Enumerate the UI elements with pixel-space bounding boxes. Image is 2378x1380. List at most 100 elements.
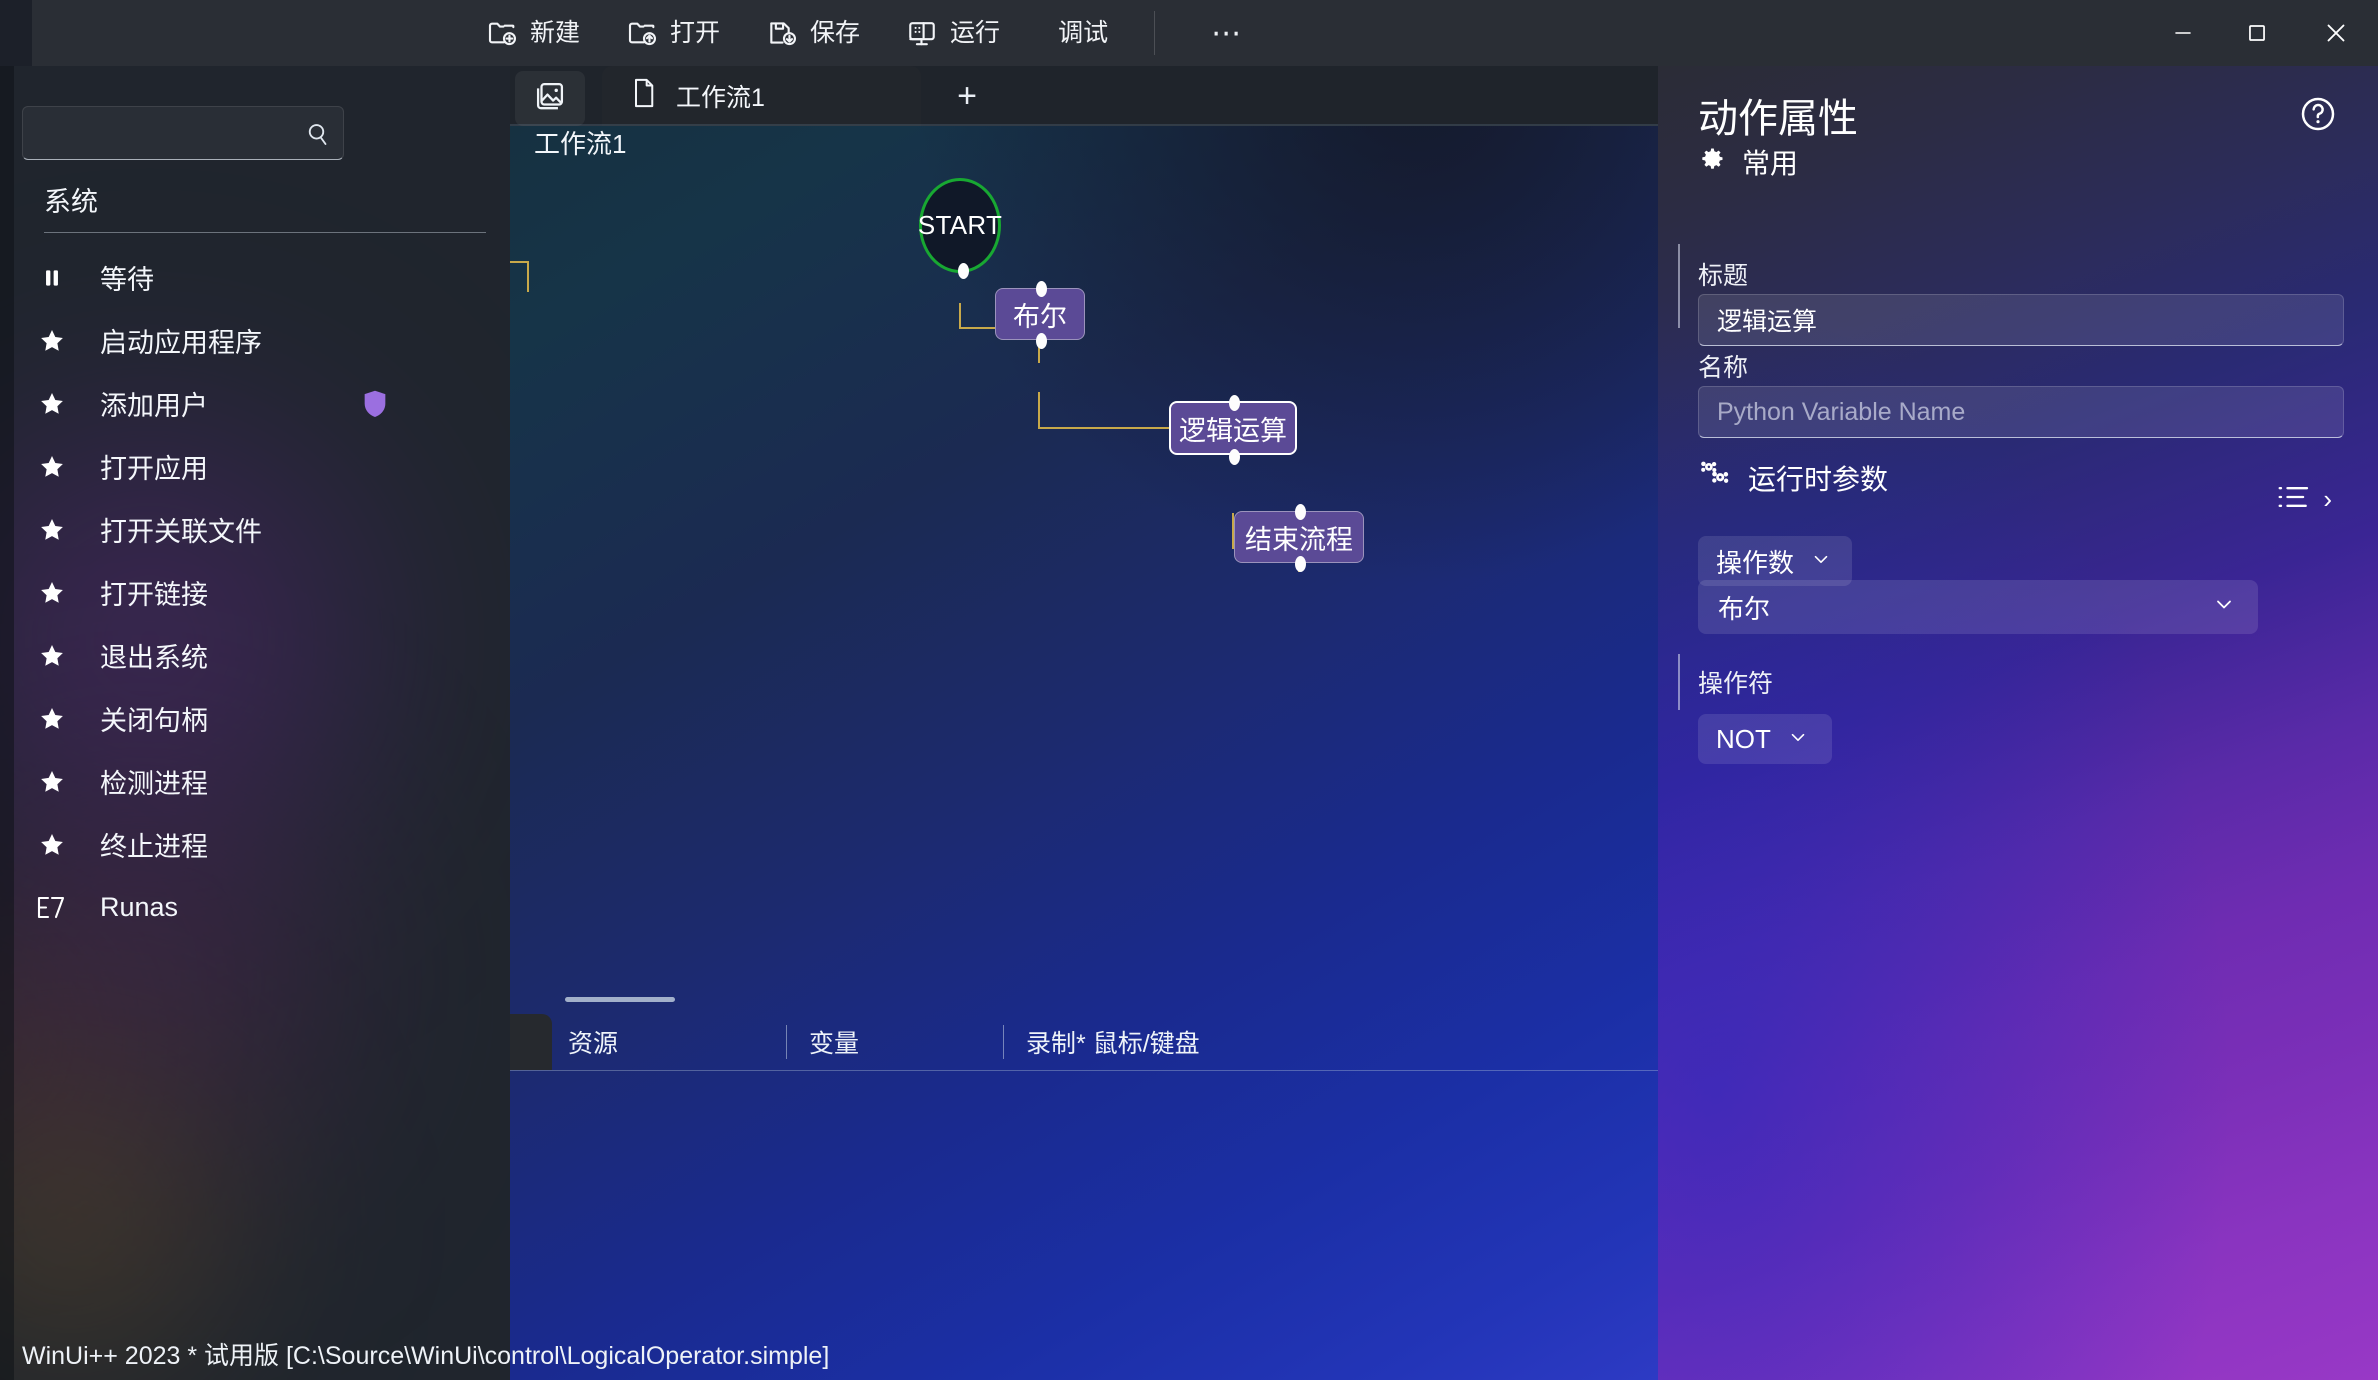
title-bar: 新建 打开: [0, 0, 2378, 66]
search-box[interactable]: [22, 106, 344, 160]
section-general-label: 常用: [1742, 148, 1799, 179]
sidebar-item-label: 终止进程: [100, 832, 208, 862]
title-field[interactable]: 逻辑运算: [1698, 294, 2344, 346]
flow-node-end-process[interactable]: 结束流程: [1234, 504, 1364, 572]
run-button[interactable]: 运行: [890, 8, 1016, 58]
gear-icon: [1698, 145, 1726, 180]
chevron-down-icon: [2212, 592, 2236, 623]
bottom-tab-resources-label: 资源: [568, 1030, 619, 1058]
name-field[interactable]: Python Variable Name: [1698, 386, 2344, 438]
chevron-down-icon: [1787, 724, 1809, 755]
flow-port-in[interactable]: [1295, 504, 1306, 520]
flow-node-logic-operator-label: 逻辑运算: [1179, 415, 1287, 446]
sidebar-item-wait[interactable]: 等待: [0, 246, 510, 309]
image-icon: [533, 79, 567, 118]
status-bar-text: WinUi++ 2023 * 试用版 [C:\Source\WinUi\cont…: [22, 1342, 830, 1370]
tab-workflow1[interactable]: 工作流1: [602, 66, 921, 126]
toolbar-divider: [1154, 11, 1156, 55]
add-tab-button[interactable]: +: [957, 76, 977, 115]
save-button-label: 保存: [810, 18, 861, 47]
image-view-tab[interactable]: [515, 71, 585, 126]
debug-button-label: 调试: [1058, 18, 1109, 47]
help-circle-icon[interactable]: [2298, 94, 2338, 134]
new-button[interactable]: 新建: [470, 8, 596, 58]
open-button-label: 打开: [670, 18, 721, 47]
flow-port-out[interactable]: [1229, 449, 1240, 465]
open-button[interactable]: 打开: [610, 8, 736, 58]
status-bar: WinUi++ 2023 * 试用版 [C:\Source\WinUi\cont…: [0, 1328, 2378, 1380]
bottom-tab-resources[interactable]: 资源: [568, 1014, 618, 1070]
save-button[interactable]: 保存: [750, 8, 876, 58]
flow-port-in[interactable]: [1229, 395, 1240, 411]
sidebar-item-label: 添加用户: [100, 391, 208, 421]
star-icon: [28, 515, 76, 545]
sidebar-item-open-link[interactable]: 打开链接: [0, 561, 510, 624]
params-list-button[interactable]: ›: [2277, 484, 2332, 515]
sidebar-item-label: 打开链接: [100, 580, 208, 610]
sidebar-item-label: 打开关联文件: [100, 517, 262, 547]
params-list-chevron-icon: ›: [2323, 484, 2332, 514]
star-icon: [28, 830, 76, 860]
operand-pill-label: 操作数: [1716, 547, 1795, 578]
sidebar-group-divider: [44, 232, 486, 233]
window-controls: [2146, 0, 2378, 66]
sidebar-item-label: Runas: [100, 892, 179, 922]
sidebar-item-kill-process[interactable]: 终止进程: [0, 813, 510, 876]
sidebar-item-runas[interactable]: Runas: [0, 876, 510, 939]
title-field-label: 标题: [1698, 262, 1749, 290]
sidebar-group-title: 系统: [44, 187, 98, 217]
bottom-panel-resize-handle[interactable]: [565, 997, 675, 1002]
name-field-label: 名称: [1698, 354, 1749, 382]
gears-icon: [1698, 460, 1732, 497]
sidebar-item-add-user[interactable]: 添加用户: [0, 372, 510, 435]
output-panel[interactable]: [510, 1070, 1658, 1380]
bottom-tab-divider: [786, 1025, 788, 1059]
star-icon: [28, 389, 76, 419]
folder-open-icon: [626, 17, 658, 49]
name-field-placeholder: Python Variable Name: [1717, 397, 1966, 426]
flow-node-end-process-label: 结束流程: [1245, 524, 1353, 555]
flow-port-out[interactable]: [1036, 333, 1047, 349]
star-icon: [28, 767, 76, 797]
close-button[interactable]: [2294, 0, 2378, 66]
flow-node-bool[interactable]: 布尔: [995, 281, 1085, 349]
minimize-button[interactable]: [2146, 0, 2220, 66]
flow-port-out[interactable]: [958, 263, 969, 279]
sidebar-item-close-handle[interactable]: 关闭句柄: [0, 687, 510, 750]
new-button-label: 新建: [530, 18, 581, 47]
bottom-tab-variables[interactable]: 变量: [809, 1014, 859, 1070]
debug-button[interactable]: 调试: [1042, 8, 1124, 58]
bottom-tab-output[interactable]: 输出: [510, 1014, 552, 1070]
sidebar-item-launch-app[interactable]: 启动应用程序: [0, 309, 510, 372]
bottom-tab-recording[interactable]: 录制* 鼠标/键盘: [1026, 1014, 1200, 1070]
title-field-value: 逻辑运算: [1717, 308, 1818, 336]
maximize-button[interactable]: [2220, 0, 2294, 66]
title-bar-left-strip: [0, 0, 32, 66]
flow-nodes: START 布尔 逻辑运算 结束流程: [510, 66, 1658, 1380]
bottom-tab-recording-label: 录制* 鼠标/键盘: [1026, 1030, 1200, 1058]
sidebar-item-label: 关闭句柄: [100, 706, 208, 736]
sidebar-item-exit-system[interactable]: 退出系统: [0, 624, 510, 687]
workflow-canvas[interactable]: 工作流1 + 工作流1 START: [510, 66, 1658, 1380]
operator-value: NOT: [1716, 723, 1771, 754]
flow-port-out[interactable]: [1295, 556, 1306, 572]
toolbar-overflow-button[interactable]: ⋯: [1211, 16, 1244, 50]
flow-port-in[interactable]: [1036, 281, 1047, 297]
search-input[interactable]: [37, 107, 287, 159]
sidebar-item-detect-process[interactable]: 检测进程: [0, 750, 510, 813]
search-icon[interactable]: [301, 117, 335, 151]
flow-node-logic-operator[interactable]: 逻辑运算: [1169, 395, 1297, 465]
run-monitor-icon: [906, 17, 938, 49]
flow-node-start-label: START: [917, 210, 1003, 240]
sidebar-item-open-app[interactable]: 打开应用: [0, 435, 510, 498]
star-icon: [28, 704, 76, 734]
left-sidebar: 系统 等待 启动应用程序 添加用户: [0, 66, 510, 1380]
operand-pill-button[interactable]: 操作数: [1698, 536, 1852, 586]
operand-type-select[interactable]: 布尔: [1698, 580, 2258, 634]
page-title: 动作属性: [1698, 97, 1858, 141]
save-disk-icon: [766, 17, 798, 49]
flow-node-start[interactable]: START: [917, 178, 1003, 279]
operator-select[interactable]: NOT: [1698, 714, 1832, 764]
sidebar-item-open-associated-file[interactable]: 打开关联文件: [0, 498, 510, 561]
